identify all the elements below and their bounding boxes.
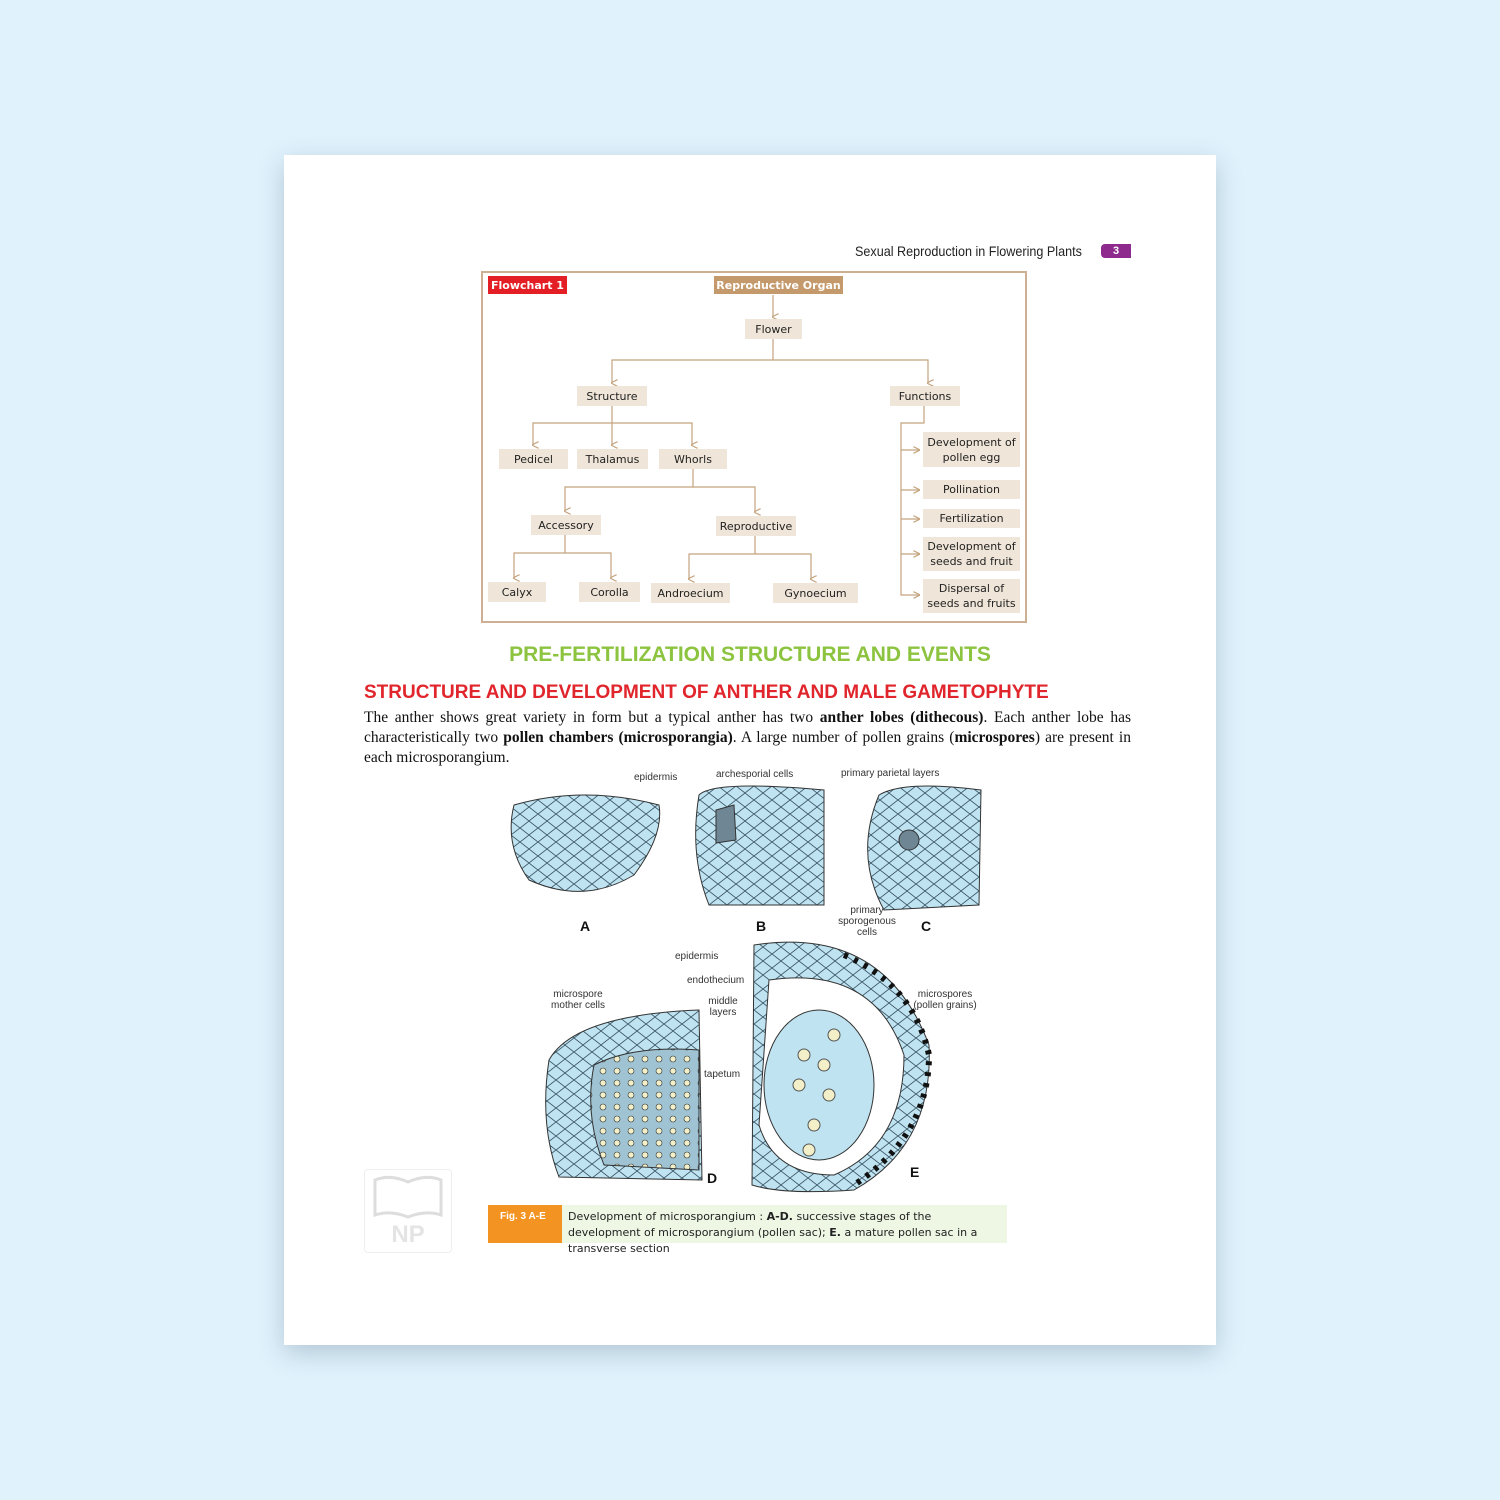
text: ) are present in each microsporangium.	[364, 729, 1131, 766]
node-androecium: Androecium	[651, 583, 730, 603]
node-reproductive: Reproductive	[716, 516, 796, 536]
text: The anther shows great variety in form b…	[364, 709, 820, 726]
label-primary-sporogenous-cells: primary sporogenous cells	[838, 905, 896, 938]
text: . A large number of pollen grains (	[732, 729, 955, 746]
label-microspore-mother-cells: microspore mother cells	[551, 989, 605, 1011]
page-number-badge: 3	[1101, 244, 1131, 258]
node-structure: Structure	[577, 386, 647, 406]
label-middle-layers: middle layers	[708, 996, 738, 1018]
label-tapetum: tapetum	[704, 1069, 741, 1080]
figure-letter-d: D	[707, 1170, 718, 1186]
bold-term: A-D.	[766, 1210, 793, 1223]
label-endothecium: endothecium	[687, 975, 745, 986]
figure-caption-tag: Fig. 3 A-E	[488, 1205, 562, 1243]
node-function-3: Fertilization	[923, 509, 1020, 528]
node-gynoecium: Gynoecium	[773, 583, 858, 603]
running-header: Sexual Reproduction in Flowering Plants	[855, 243, 1082, 259]
node-functions: Functions	[890, 386, 960, 406]
node-function-4: Development of seeds and fruit	[923, 537, 1020, 571]
flowchart-label: Flowchart 1	[488, 276, 567, 294]
svg-text:NP: NP	[391, 1221, 424, 1248]
node-flower: Flower	[745, 319, 802, 339]
bold-term: E.	[829, 1226, 841, 1239]
node-function-2: Pollination	[923, 480, 1020, 499]
node-pedicel: Pedicel	[499, 449, 568, 469]
subsection-title: STRUCTURE AND DEVELOPMENT OF ANTHER AND …	[364, 682, 1049, 703]
node-corolla: Corolla	[579, 582, 640, 602]
book-icon: NP	[373, 1175, 443, 1248]
text: Development of microsporangium :	[568, 1210, 767, 1223]
node-reproductive-organ: Reproductive Organ	[714, 276, 843, 294]
text: . Each anther lobe has characteristicall…	[364, 709, 1131, 746]
bold-term: pollen chambers (microsporangia)	[503, 729, 733, 746]
label-epidermis-e: epidermis	[675, 951, 719, 962]
section-title: PRE-FERTILIZATION STRUCTURE AND EVENTS	[509, 643, 991, 666]
node-accessory: Accessory	[531, 515, 601, 535]
flowchart-1: Flowchart 1 Reproductive Organ Flower St…	[481, 271, 1027, 623]
textbook-page: Sexual Reproduction in Flowering Plants …	[284, 155, 1216, 1345]
node-calyx: Calyx	[488, 582, 546, 602]
node-whorls: Whorls	[659, 449, 727, 469]
label-archesporial-cells: archesporial cells	[716, 769, 794, 780]
body-paragraph: The anther shows great variety in form b…	[364, 708, 1131, 768]
microsporangium-illustration	[510, 785, 982, 1193]
node-function-1: Development of pollen egg	[923, 432, 1020, 467]
figure-letter-e: E	[910, 1164, 920, 1180]
text: a mature pollen sac in a transverse sect…	[568, 1226, 978, 1255]
label-microspores: microspores (pollen grains)	[913, 989, 977, 1011]
node-function-5: Dispersal of seeds and fruits	[923, 579, 1020, 613]
figure-letter-c: C	[921, 918, 932, 934]
figure-caption: Development of microsporangium : A-D. su…	[562, 1205, 1007, 1255]
text: successive stages of the development of …	[568, 1210, 932, 1239]
flowchart-connectors	[483, 295, 1025, 621]
bold-term: microspores	[954, 729, 1035, 746]
label-epidermis-a: epidermis	[634, 772, 678, 783]
publisher-logo-watermark: NP	[364, 1169, 452, 1253]
node-thalamus: Thalamus	[577, 449, 648, 469]
figure-letter-a: A	[580, 918, 591, 934]
bold-term: anther lobes (dithecous)	[819, 709, 984, 726]
figure-letter-b: B	[756, 918, 767, 934]
label-primary-parietal-layers: primary parietal layers	[841, 768, 940, 779]
